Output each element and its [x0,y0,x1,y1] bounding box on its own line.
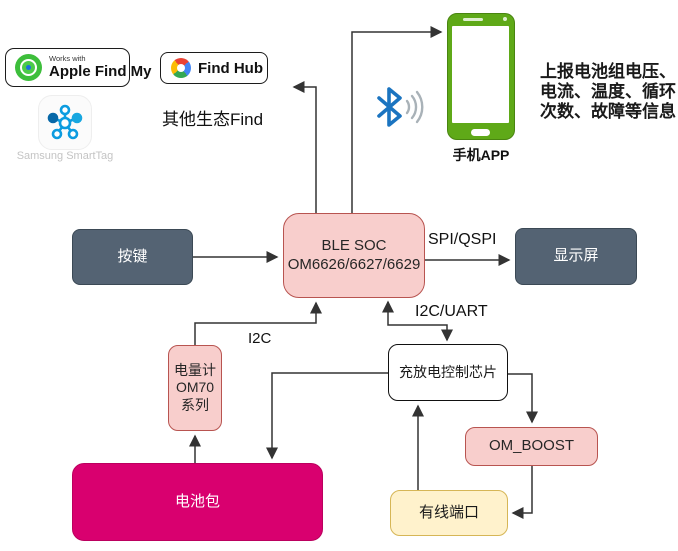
charge-control-label: 充放电控制芯片 [399,363,497,380]
battery-pack-label: 电池包 [174,492,220,510]
find-hub-badge: Find Hub [160,52,268,84]
phone-app-label: 手机APP [452,147,510,163]
bluetooth-icon [377,87,424,127]
phone-home-button [471,129,490,136]
connector-ble-to-eco [292,81,317,213]
other-ecosystem-find-label: 其他生态Find [162,110,264,129]
phone-camera [503,17,507,21]
om-boost-label: OM_BOOST [488,437,574,455]
wired-port-label: 有线端口 [418,503,479,521]
i2c-uart-label: I2C/UART [415,303,488,320]
phone-screen [452,26,509,123]
report-line-1: 上报电池组电压、 [540,62,676,81]
report-line-3: 次数、故障等信息 [540,102,676,121]
phone-speaker [463,18,483,21]
node-button-label: 按键 [117,247,148,265]
connector-chargectrl-to-omboost [508,373,538,424]
node-display: 显示屏 [515,228,637,285]
apple-find-my-label: Apple Find My [49,63,152,81]
node-battery-pack: 电池包 [72,463,323,541]
ble-soc-line2: OM6626/6627/6629 [287,255,421,273]
apple-find-my-icon [15,54,42,81]
node-ble-soc: BLE SOC OM6626/6627/6629 [283,213,425,298]
connector-chargectrl-to-battery [266,372,388,460]
report-line-2: 电流、温度、循环 [540,82,676,101]
report-info-text: 上报电池组电压、 电流、温度、循环 次数、故障等信息 [540,62,678,122]
fuel-gauge-line1: 电量计 [174,361,216,378]
node-wired-port: 有线端口 [390,490,508,536]
fuel-gauge-line2: OM70 [175,379,215,396]
node-display-label: 显示屏 [553,247,599,265]
samsung-smarttag-icon [38,95,92,150]
node-om-boost: OM_BOOST [465,427,598,466]
apple-find-my-badge: Works with Apple Find My [5,48,152,87]
samsung-smarttag-label: Samsung SmartTag [16,150,114,162]
node-button: 按键 [72,229,193,285]
find-hub-icon [171,58,191,78]
smartphone-icon [447,13,515,140]
i2c-label: I2C [248,330,272,347]
find-hub-label: Find Hub [198,59,263,77]
works-with-label: Works with [49,53,86,63]
connector-omboost-to-wiredport [511,466,533,519]
spi-qspi-label: SPI/QSPI [428,231,497,248]
node-charge-control-chip: 充放电控制芯片 [388,344,508,401]
fuel-gauge-line3: 系列 [181,396,209,413]
ble-soc-line1: BLE SOC [321,236,387,254]
node-fuel-gauge: 电量计 OM70 系列 [168,345,222,431]
